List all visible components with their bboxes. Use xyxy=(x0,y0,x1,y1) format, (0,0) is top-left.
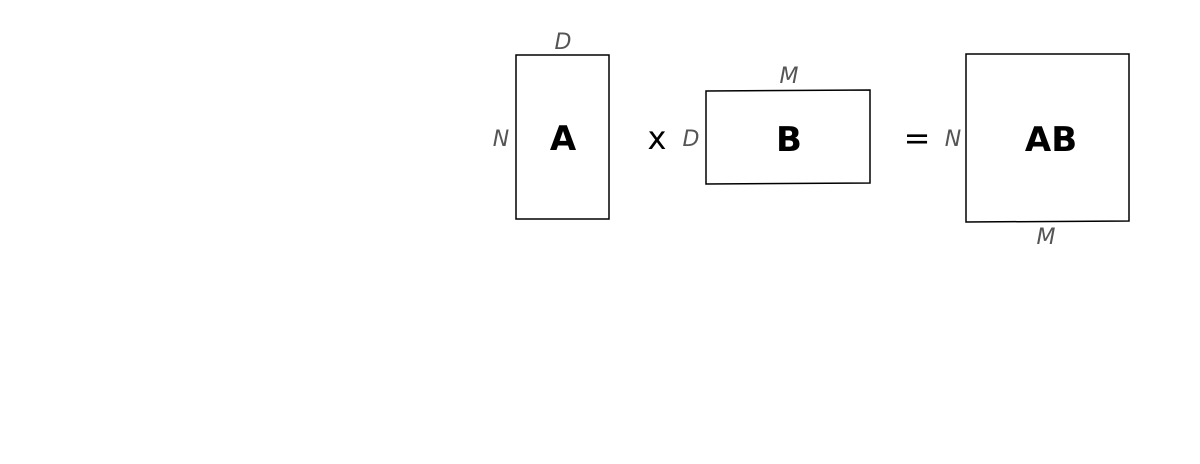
equals-operator: = xyxy=(904,119,931,157)
matrix-b-name: B xyxy=(776,120,802,160)
matrix-a-box xyxy=(515,54,610,220)
matrix-b-side-label: D xyxy=(683,127,700,152)
multiply-operator: x xyxy=(648,119,667,157)
matrix-ab-side-label: N xyxy=(945,127,961,152)
matrix-ab-name: AB xyxy=(1025,120,1077,160)
matrix-ab-box xyxy=(965,53,1130,223)
matrix-a-name: A xyxy=(550,119,577,159)
matrix-ab-bottom-label: M xyxy=(1037,225,1056,250)
matrix-b: B M D xyxy=(683,64,871,185)
matrix-ab: AB N M xyxy=(945,53,1130,250)
matrix-b-box xyxy=(705,89,871,185)
matrix-a: A D N xyxy=(493,30,610,220)
matrix-a-top-label: D xyxy=(555,30,572,55)
matrix-a-side-label: N xyxy=(493,127,509,152)
matrix-b-top-label: M xyxy=(780,64,799,89)
